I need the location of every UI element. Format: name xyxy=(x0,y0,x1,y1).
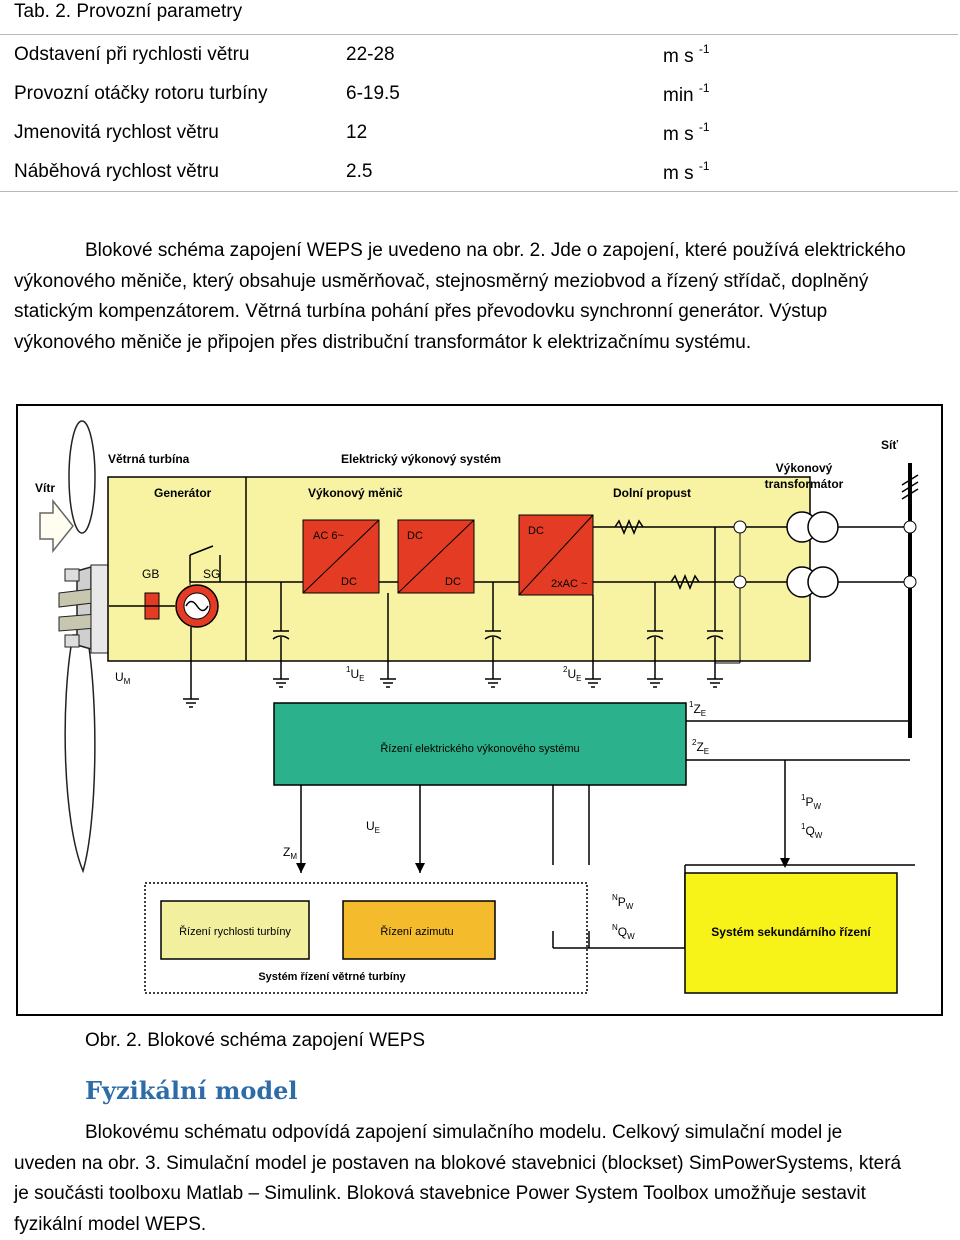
label-dc-d: DC xyxy=(528,525,544,537)
table-row: Provozní otáčky rotoru turbíny 6-19.5 mi… xyxy=(0,74,958,113)
paragraph-line: výkonového měniče, který obsahuje usměrň… xyxy=(14,267,949,298)
paragraph-line: je součásti toolboxu Matlab – Simulink. … xyxy=(14,1179,949,1210)
label-transformator-2: transformátor xyxy=(765,477,844,491)
table-row: Náběhová rychlost větru 2.5 m s -1 xyxy=(0,152,958,192)
figure-caption: Obr. 2. Blokové schéma zapojení WEPS xyxy=(85,1026,425,1056)
blade-top-icon xyxy=(69,421,95,533)
paragraph-line: Blokovému schématu odpovídá zapojení sim… xyxy=(14,1118,949,1149)
label-vykonovy-menic: Výkonový měnič xyxy=(308,486,403,500)
paragraph-line: Blokové schéma zapojení WEPS je uvedeno … xyxy=(14,236,949,267)
param-label: Náběhová rychlost větru xyxy=(0,152,346,192)
label-dolni-propust: Dolní propust xyxy=(613,486,691,500)
param-unit: m s -1 xyxy=(663,35,958,75)
label-dc-b: DC xyxy=(407,530,423,542)
block-diagram: Vítr Větrná turbína Generátor Elektrický… xyxy=(15,403,945,1019)
nacelle-body-icon xyxy=(91,565,109,653)
label-system-turbiny: Systém řízení větrné turbíny xyxy=(258,971,406,983)
label-rizeni-rychlosti: Řízení rychlosti turbíny xyxy=(179,925,291,938)
param-value: 6-19.5 xyxy=(346,74,663,113)
transformer-winding-icon xyxy=(808,567,838,597)
paragraph-model: Blokovému schématu odpovídá zapojení sim… xyxy=(14,1118,949,1240)
table-row: Odstavení při rychlosti větru 22-28 m s … xyxy=(0,35,958,75)
measure-node xyxy=(734,576,746,588)
label-ac6: AC 6~ xyxy=(313,530,344,542)
measure-node xyxy=(734,521,746,533)
param-label: Provozní otáčky rotoru turbíny xyxy=(0,74,346,113)
param-value: 12 xyxy=(346,113,663,152)
label-dc-a: DC xyxy=(341,576,357,588)
table-caption: Tab. 2. Provozní parametry xyxy=(14,0,242,27)
hub-detail-icon xyxy=(65,569,79,581)
label-vetrna-turbina: Větrná turbína xyxy=(108,452,190,466)
label-transformator-1: Výkonový xyxy=(776,461,833,475)
label-sit: Síť xyxy=(881,438,898,452)
param-unit: min -1 xyxy=(663,74,958,113)
label-gb: GB xyxy=(142,567,159,581)
hub-detail-icon xyxy=(65,635,79,647)
section-heading: Fyzikální model xyxy=(85,1076,298,1105)
param-unit: m s -1 xyxy=(663,152,958,192)
paragraph-intro: Blokové schéma zapojení WEPS je uvedeno … xyxy=(14,236,949,358)
paragraph-line: výkonového měniče je připojen přes distr… xyxy=(14,328,949,359)
label-2xac: 2xAC ~ xyxy=(551,578,587,590)
transformer-winding-icon xyxy=(808,512,838,542)
label-sg: SG xyxy=(203,567,220,581)
measure-node xyxy=(904,576,916,588)
param-unit: m s -1 xyxy=(663,113,958,152)
label-sekundarni: Systém sekundárního řízení xyxy=(711,925,871,939)
label-rizeni-azimutu: Řízení azimutu xyxy=(380,925,453,938)
paragraph-line: statickým kompenzátorem. Větrná turbína … xyxy=(14,297,949,328)
label-vitr: Vítr xyxy=(35,481,55,495)
label-dc-c: DC xyxy=(445,576,461,588)
label-elektricky-system: Elektrický výkonový systém xyxy=(341,452,501,466)
measure-node xyxy=(904,521,916,533)
param-value: 2.5 xyxy=(346,152,663,192)
label-rizeni-el: Řízení elektrického výkonového systému xyxy=(380,742,579,755)
parameters-table: Odstavení při rychlosti větru 22-28 m s … xyxy=(0,34,958,192)
label-generator: Generátor xyxy=(154,486,212,500)
param-value: 22-28 xyxy=(346,35,663,75)
table-row: Jmenovitá rychlost větru 12 m s -1 xyxy=(0,113,958,152)
paragraph-line: fyzikální model WEPS. xyxy=(14,1210,949,1240)
param-label: Odstavení při rychlosti větru xyxy=(0,35,346,75)
param-label: Jmenovitá rychlost větru xyxy=(0,113,346,152)
paragraph-line: uveden na obr. 3. Simulační model je pos… xyxy=(14,1149,949,1180)
